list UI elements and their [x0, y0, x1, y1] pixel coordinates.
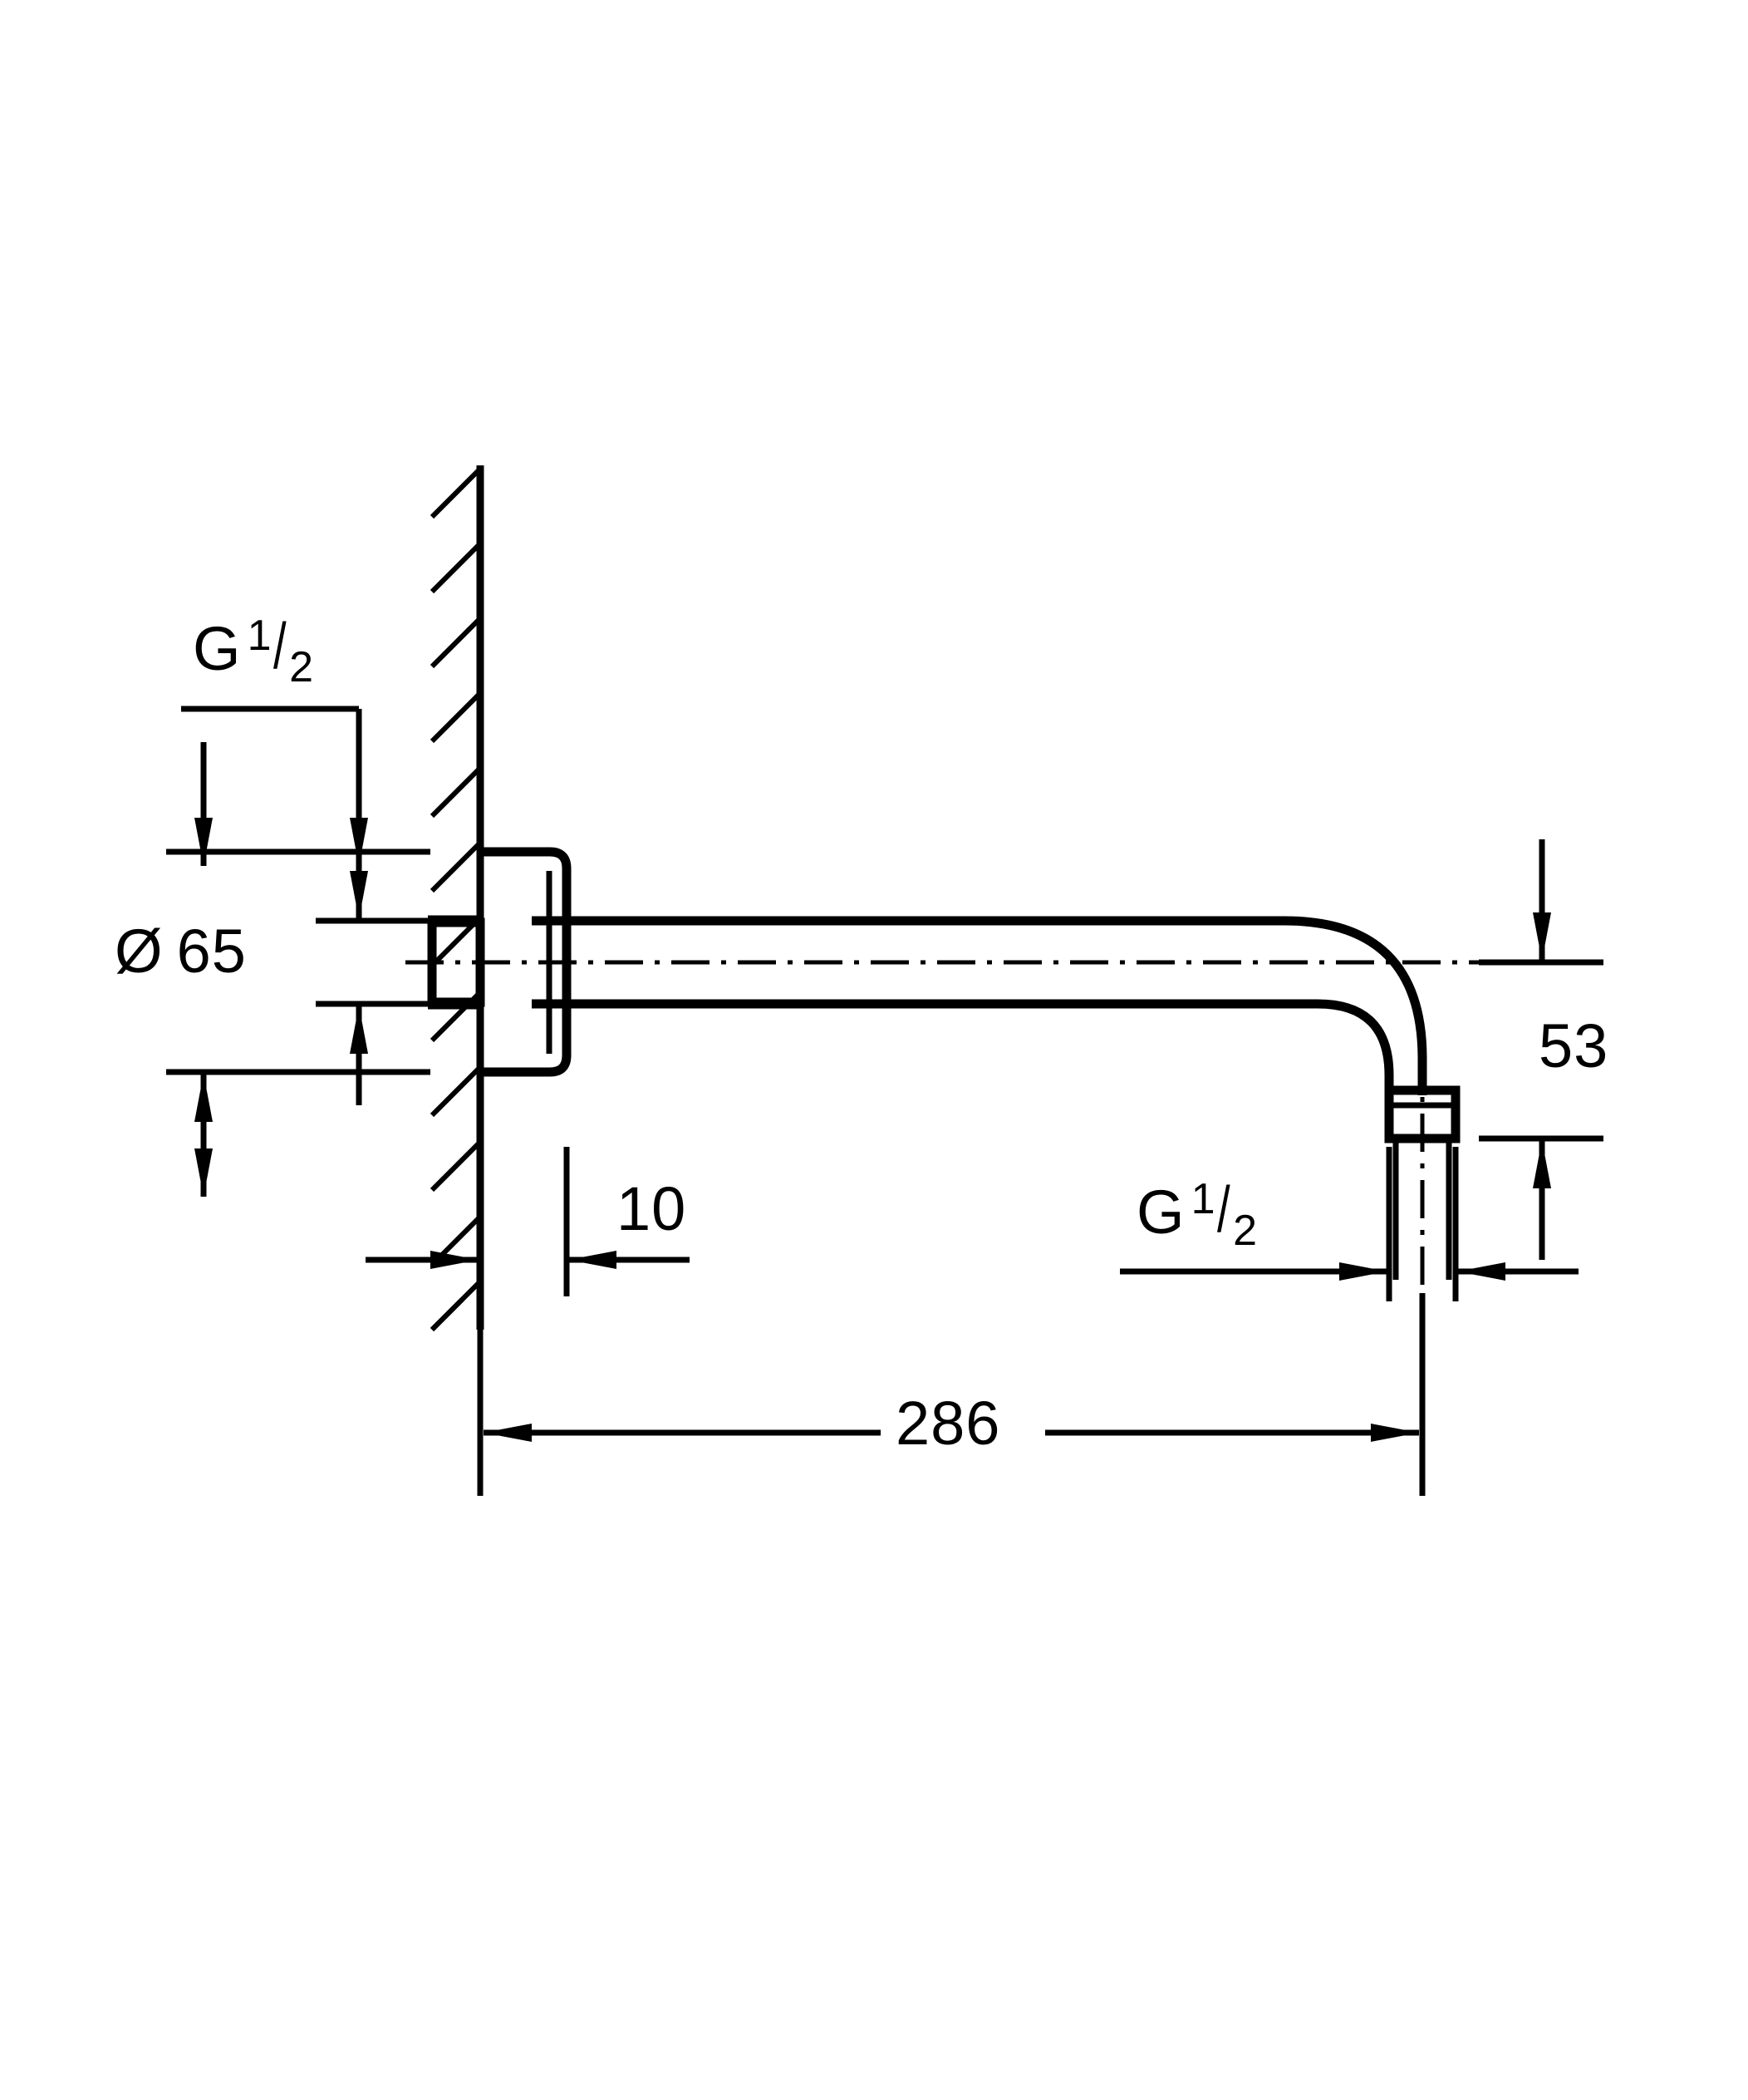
dim-wall-plate-depth: [366, 1105, 690, 1296]
inlet-thread-stub-shoulders: [428, 915, 482, 1010]
outlet-thread-numerator: 1: [1191, 1175, 1215, 1223]
wall-hatching: [430, 466, 483, 1332]
dim-drop-height: [1479, 839, 1603, 1260]
centerlines: [405, 960, 1579, 1293]
label-wall-plate-depth: 10: [616, 1174, 687, 1243]
dim-outlet-thread: [1120, 1147, 1579, 1301]
inlet-thread-denominator: 2: [289, 643, 314, 691]
outlet-spigot: [1392, 1139, 1452, 1280]
outlet-thread-denominator: 2: [1233, 1207, 1258, 1255]
inlet-thread-slash: /: [273, 609, 287, 682]
inlet-thread-prefix: G: [193, 614, 241, 683]
dim-escutcheon-diameter: [166, 848, 430, 1197]
dim-arm-projection: [477, 1293, 1426, 1496]
diameter-value: 65: [176, 917, 247, 986]
label-arm-projection: 286: [896, 1389, 1001, 1458]
dim-inlet-bore: [316, 866, 430, 1105]
outlet-thread-prefix: G: [1137, 1178, 1185, 1247]
diameter-symbol: Ø: [115, 917, 164, 986]
label-drop-height: 53: [1539, 1011, 1609, 1080]
outlet-thread-slash: /: [1217, 1173, 1231, 1246]
inlet-thread-numerator: 1: [247, 612, 272, 660]
dim-inlet-thread: [181, 706, 368, 866]
shower-arm-tube: [532, 916, 1427, 1095]
